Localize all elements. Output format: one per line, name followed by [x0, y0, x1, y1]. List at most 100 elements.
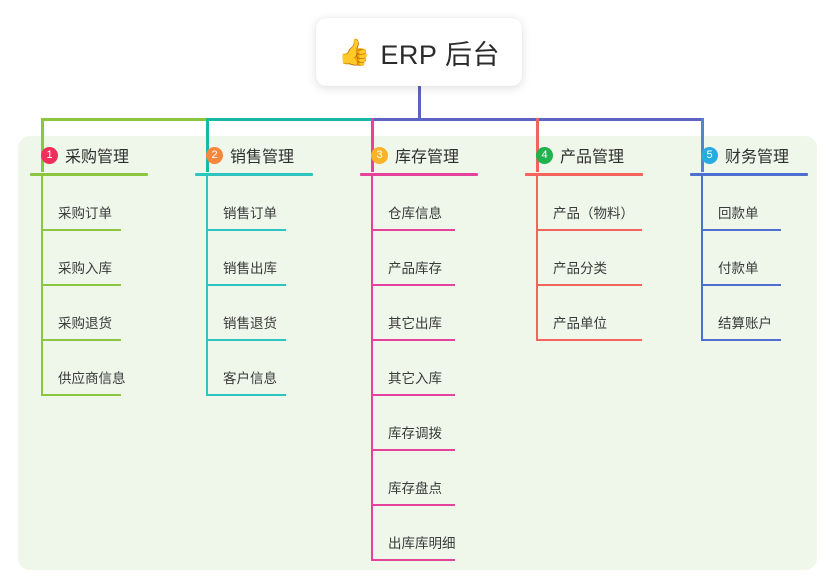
list-item[interactable]: 采购入库: [30, 231, 182, 286]
list-item-label: 产品单位: [553, 316, 607, 331]
list-item[interactable]: 库存盘点: [360, 451, 512, 506]
list-item[interactable]: 客户信息: [195, 341, 347, 396]
list-item-label: 客户信息: [223, 371, 277, 386]
column-number-badge: 2: [206, 146, 223, 164]
list-item[interactable]: 仓库信息: [360, 176, 512, 231]
column-items: 产品（物料） 产品分类产品单位: [525, 176, 685, 341]
column-number-badge: 1: [41, 146, 58, 164]
list-item-underline: [371, 394, 455, 396]
mindmap-panel: [18, 136, 817, 570]
list-item[interactable]: 产品（物料）: [525, 176, 685, 231]
list-item[interactable]: 库存调拨: [360, 396, 512, 451]
list-item-underline: [701, 339, 781, 341]
column-title: 财务管理: [725, 149, 790, 166]
list-item-underline: [206, 394, 286, 396]
list-item[interactable]: 采购退货: [30, 286, 182, 341]
connector-drop-1: [41, 118, 44, 172]
connector-drop-2: [206, 118, 209, 172]
column-underline: [360, 173, 478, 176]
column-header-4[interactable]: 4 产品管理: [525, 142, 685, 168]
list-item-label: 其它出库: [388, 316, 442, 331]
list-item[interactable]: 付款单: [690, 231, 830, 286]
list-item-label: 销售出库: [223, 261, 277, 276]
list-item-underline: [206, 229, 286, 231]
list-item[interactable]: 其它出库: [360, 286, 512, 341]
list-item-underline: [41, 339, 121, 341]
column-spine: [701, 176, 703, 341]
list-item-label: 产品分类: [553, 261, 607, 276]
column-items: 仓库信息产品库存其它出库其它入库库存调拨库存盘点出库库明细: [360, 176, 512, 561]
list-item[interactable]: 销售出库: [195, 231, 347, 286]
column-spine: [41, 176, 43, 396]
list-item[interactable]: 采购订单: [30, 176, 182, 231]
column-spine: [536, 176, 538, 341]
column-spine: [371, 176, 373, 561]
column-title: 库存管理: [395, 149, 460, 166]
list-item-underline: [41, 284, 121, 286]
list-item-underline: [371, 449, 455, 451]
list-item-label: 结算账户: [718, 316, 772, 331]
column-items: 销售订单销售出库销售退货客户信息: [195, 176, 347, 396]
list-item[interactable]: 回款单: [690, 176, 830, 231]
list-item-label: 付款单: [718, 261, 759, 276]
column-items: 采购订单采购入库采购退货供应商信息: [30, 176, 182, 396]
list-item[interactable]: 销售退货: [195, 286, 347, 341]
list-item-underline: [41, 229, 121, 231]
thumbs-up-icon: 👍: [338, 37, 371, 67]
list-item-label: 其它入库: [388, 371, 442, 386]
column-2: 2 销售管理销售订单销售出库销售退货客户信息: [195, 142, 347, 396]
column-underline: [195, 173, 313, 176]
column-spine: [206, 176, 208, 396]
list-item[interactable]: 供应商信息: [30, 341, 182, 396]
column-header-5[interactable]: 5 财务管理: [690, 142, 830, 168]
list-item-label: 供应商信息: [58, 371, 126, 386]
list-item-label: 产品（物料）: [553, 206, 634, 221]
list-item[interactable]: 销售订单: [195, 176, 347, 231]
list-item[interactable]: 产品库存: [360, 231, 512, 286]
list-item-label: 采购订单: [58, 206, 112, 221]
connector-drop-5: [701, 118, 704, 172]
list-item-underline: [206, 339, 286, 341]
column-title: 产品管理: [560, 149, 625, 166]
list-item-label: 库存盘点: [388, 481, 442, 496]
connector-drop-4: [536, 118, 539, 172]
root-node-card[interactable]: 👍 ERP 后台: [316, 18, 522, 86]
list-item[interactable]: 出库库明细: [360, 506, 512, 561]
list-item-underline: [371, 229, 455, 231]
column-4: 4 产品管理产品（物料） 产品分类产品单位: [525, 142, 685, 341]
column-title: 销售管理: [230, 149, 295, 166]
list-item[interactable]: 结算账户: [690, 286, 830, 341]
root-node-title: ERP 后台: [380, 39, 500, 70]
list-item-label: 采购入库: [58, 261, 112, 276]
list-item-underline: [371, 284, 455, 286]
column-header-2[interactable]: 2 销售管理: [195, 142, 347, 168]
list-item-underline: [206, 284, 286, 286]
column-number-badge: 5: [701, 146, 718, 164]
column-number-badge: 4: [536, 146, 553, 164]
connector-trunk-segment-1: [41, 118, 206, 121]
column-underline: [525, 173, 643, 176]
column-5: 5 财务管理回款单付款单结算账户: [690, 142, 830, 341]
list-item[interactable]: 产品单位: [525, 286, 685, 341]
list-item[interactable]: 产品分类: [525, 231, 685, 286]
list-item-underline: [371, 559, 455, 561]
list-item-underline: [371, 339, 455, 341]
list-item-label: 仓库信息: [388, 206, 442, 221]
list-item-underline: [371, 504, 455, 506]
connector-trunk-segment-2: [206, 118, 371, 121]
connector-drop-3: [371, 118, 374, 172]
list-item-underline: [701, 229, 781, 231]
list-item-underline: [536, 229, 642, 231]
list-item-underline: [41, 394, 121, 396]
list-item-label: 销售订单: [223, 206, 277, 221]
list-item-label: 出库库明细: [388, 536, 456, 551]
list-item-label: 库存调拨: [388, 426, 442, 441]
list-item[interactable]: 其它入库: [360, 341, 512, 396]
column-underline: [690, 173, 808, 176]
list-item-underline: [536, 339, 642, 341]
list-item-label: 销售退货: [223, 316, 277, 331]
